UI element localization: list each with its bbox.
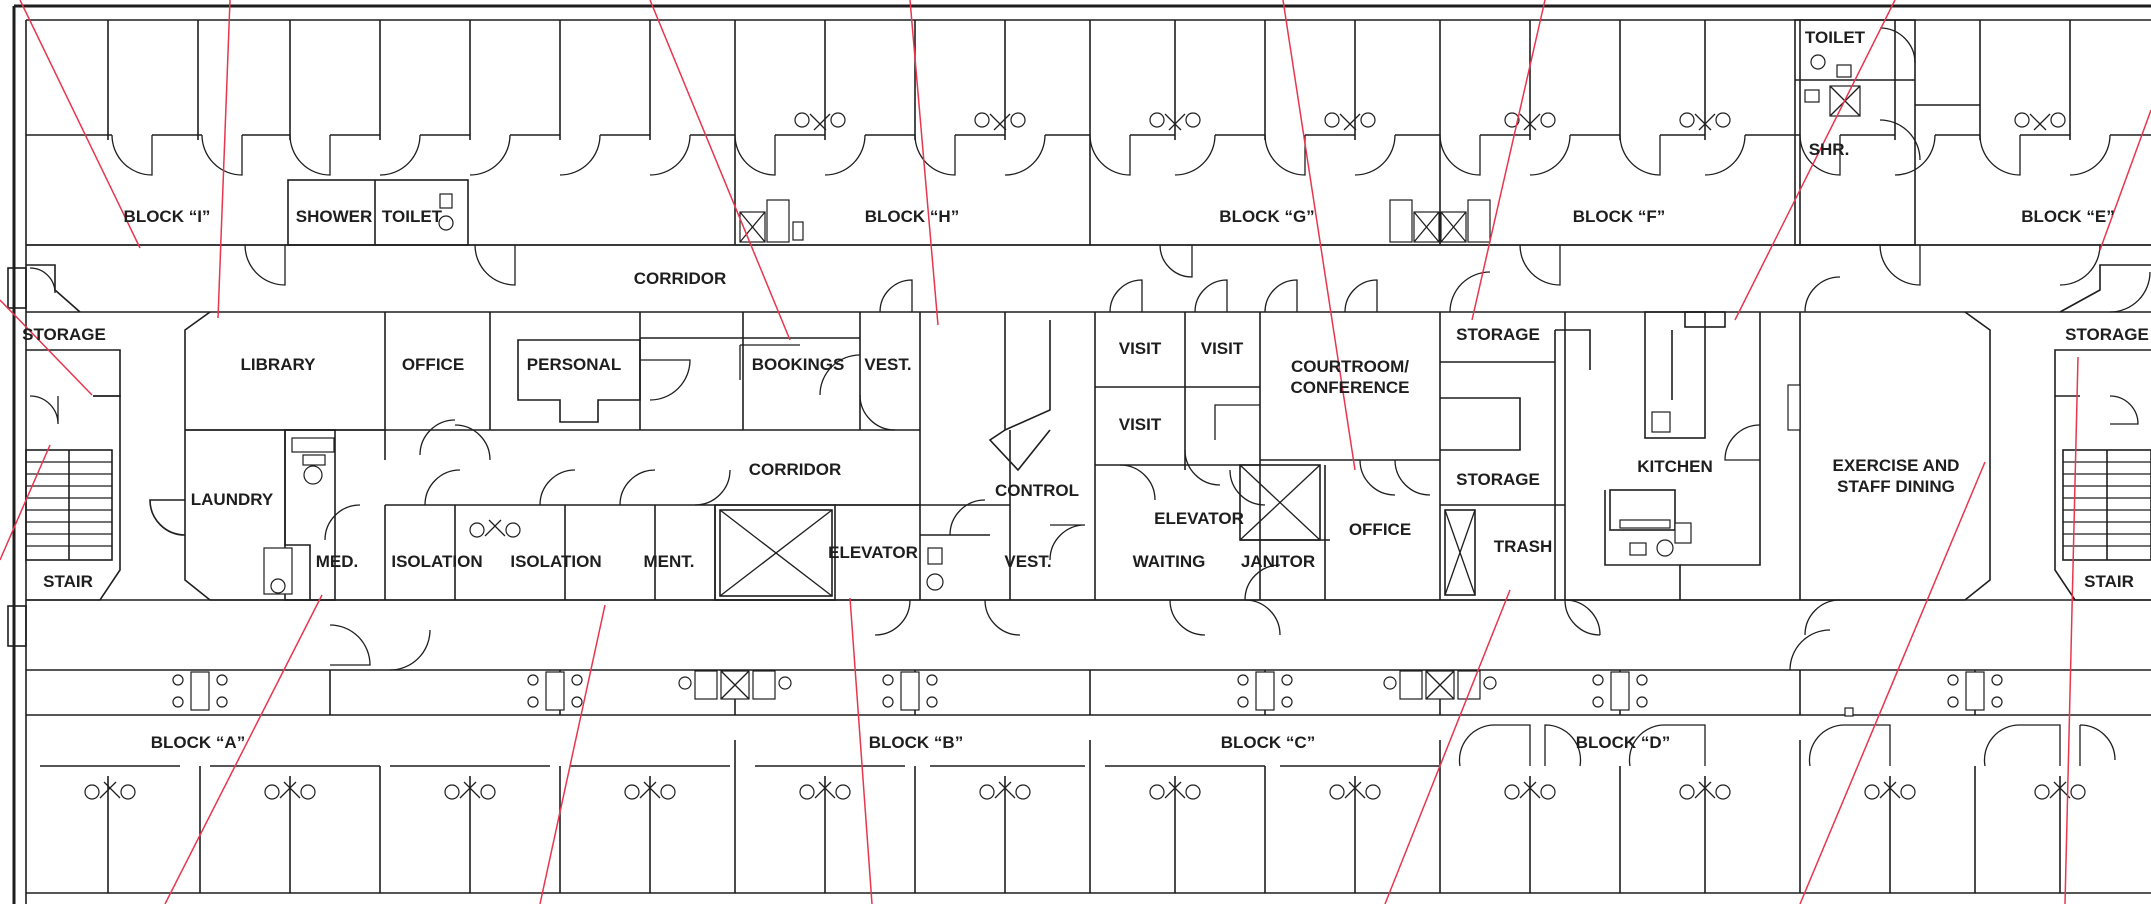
top-cell-partitions — [26, 20, 2151, 245]
label-janitor: JANITOR — [1241, 552, 1315, 571]
label-stair-left: STAIR — [43, 572, 93, 591]
label-storage-right: STORAGE — [2065, 325, 2149, 344]
label-toilet-e: TOILET — [1805, 28, 1866, 47]
label-block-e: BLOCK “E” — [2021, 207, 2115, 226]
label-trash: TRASH — [1494, 537, 1553, 556]
label-courtroom-2: CONFERENCE — [1290, 378, 1409, 397]
label-control: CONTROL — [995, 481, 1079, 500]
label-vest-bottom: VEST. — [1004, 552, 1051, 571]
label-shower: SHOWER — [296, 207, 373, 226]
label-block-g: BLOCK “G” — [1219, 207, 1314, 226]
label-elevator-right: ELEVATOR — [1154, 509, 1244, 528]
room-labels: BLOCK “I” SHOWER TOILET BLOCK “H” BLOCK … — [22, 28, 2149, 752]
label-block-f: BLOCK “F” — [1573, 207, 1666, 226]
label-kitchen: KITCHEN — [1637, 457, 1713, 476]
label-med: MED. — [316, 552, 359, 571]
label-block-i: BLOCK “I” — [124, 207, 211, 226]
label-library: LIBRARY — [241, 355, 317, 374]
label-exercise-1: EXERCISE AND — [1833, 456, 1960, 475]
label-elevator-left: ELEVATOR — [828, 543, 918, 562]
label-storage-mid: STORAGE — [1456, 325, 1540, 344]
label-courtroom-1: COURTROOM/ — [1291, 357, 1409, 376]
label-shr: SHR. — [1809, 140, 1850, 159]
label-block-h: BLOCK “H” — [865, 207, 959, 226]
label-vest-top: VEST. — [864, 355, 911, 374]
label-laundry: LAUNDRY — [191, 490, 274, 509]
label-block-b: BLOCK “B” — [869, 733, 963, 752]
label-corridor-mid: CORRIDOR — [749, 460, 842, 479]
label-office-bottom: OFFICE — [1349, 520, 1411, 539]
cell-fixtures-bottom — [84, 670, 2086, 800]
label-visit-1: VISIT — [1119, 339, 1162, 358]
label-block-d: BLOCK “D” — [1576, 733, 1670, 752]
isolation-fixture — [469, 519, 521, 538]
label-toilet-i: TOILET — [382, 207, 443, 226]
label-bookings: BOOKINGS — [752, 355, 845, 374]
label-isolation-2: ISOLATION — [510, 552, 601, 571]
label-ment: MENT. — [644, 552, 695, 571]
label-stair-right: STAIR — [2084, 572, 2134, 591]
label-waiting: WAITING — [1133, 552, 1206, 571]
label-personal: PERSONAL — [527, 355, 621, 374]
label-storage-left: STORAGE — [22, 325, 106, 344]
label-office-top: OFFICE — [402, 355, 464, 374]
label-visit-2: VISIT — [1201, 339, 1244, 358]
label-exercise-2: STAFF DINING — [1837, 477, 1955, 496]
label-isolation-1: ISOLATION — [391, 552, 482, 571]
label-corridor-top: CORRIDOR — [634, 269, 727, 288]
label-block-a: BLOCK “A” — [151, 733, 245, 752]
label-storage-mid2: STORAGE — [1456, 470, 1540, 489]
bottom-cell-partitions — [26, 670, 2151, 893]
label-visit-3: VISIT — [1119, 415, 1162, 434]
stair-right — [2062, 449, 2151, 561]
label-block-c: BLOCK “C” — [1221, 733, 1315, 752]
stair-left — [25, 449, 113, 561]
